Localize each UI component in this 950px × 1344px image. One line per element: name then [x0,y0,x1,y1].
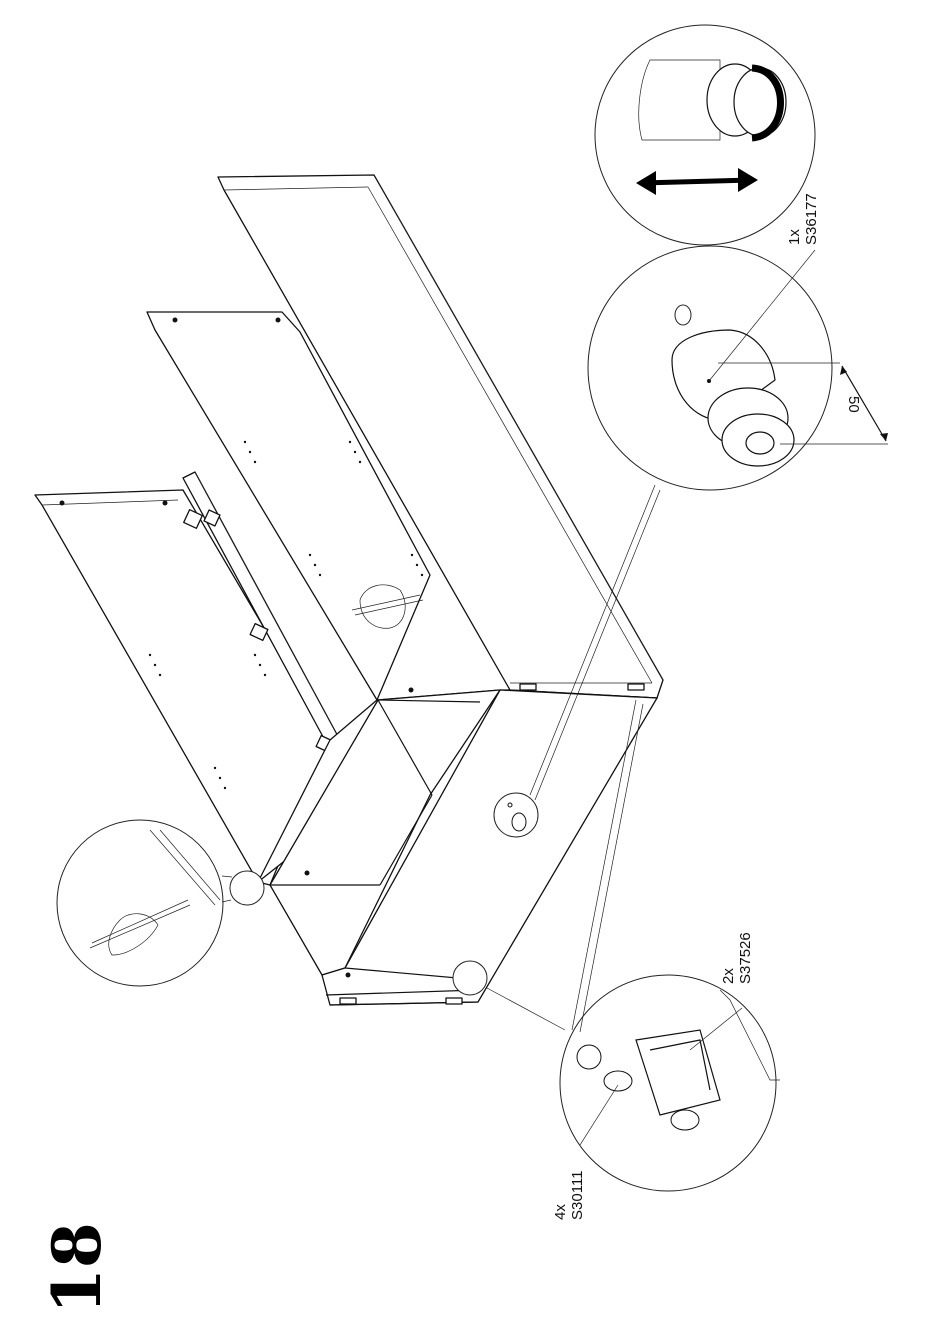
part-label-qty: 2x [720,968,737,984]
dimension-label: 50 [845,396,862,413]
hand-detail-left [57,820,264,986]
part-label-code: S36177 [803,193,820,245]
part-label-code: S30111 [569,1171,586,1221]
step-number: 18 [44,1222,110,1314]
part-label-code: S37526 [737,932,754,984]
bracket-marker [453,961,487,995]
rotation-detail [595,25,815,245]
back-panel [35,490,330,885]
part-label-qty: 1x [786,229,803,245]
part-label-qty: 4x [552,1204,569,1220]
